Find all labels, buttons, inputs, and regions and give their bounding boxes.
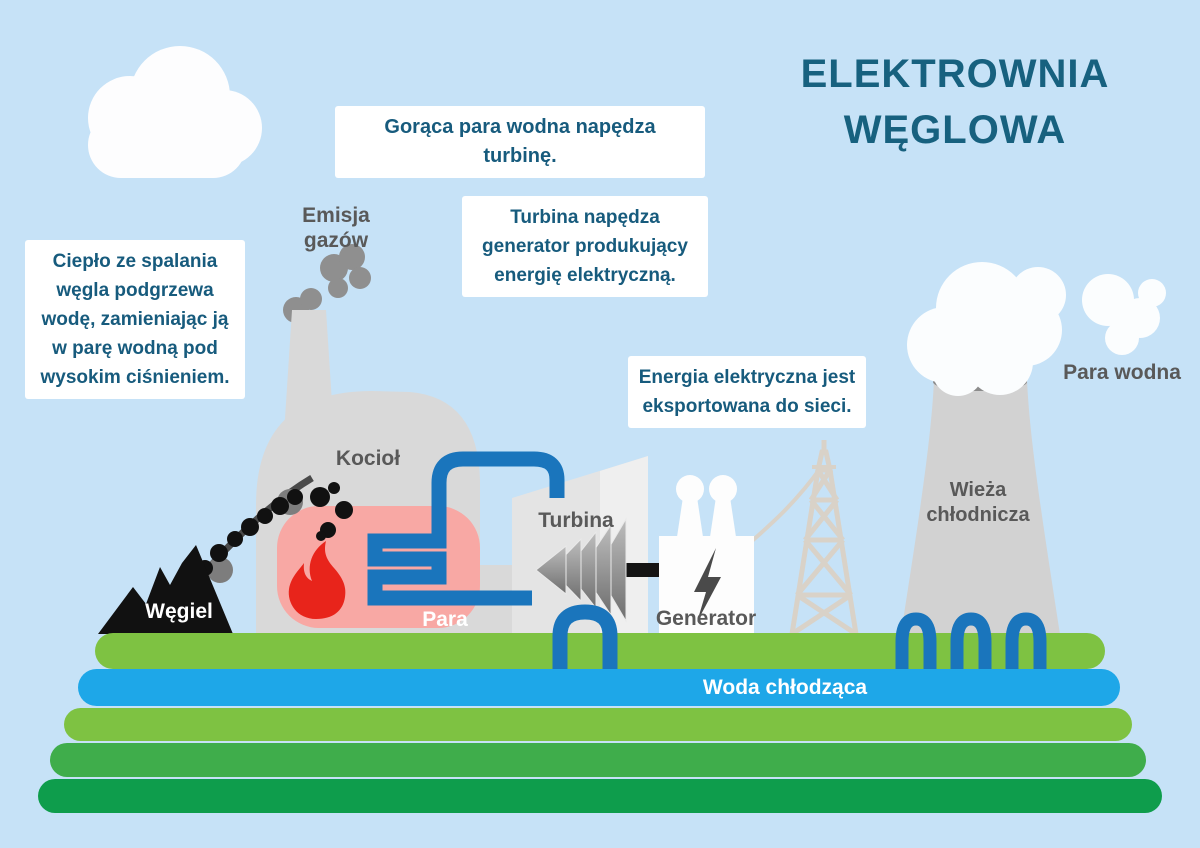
page-title-line2: WĘGLOWA [843, 108, 1067, 152]
flame-icon [288, 541, 346, 619]
grass-strip-2 [64, 708, 1132, 741]
grass-strip-4 [38, 779, 1162, 813]
page-title-line1: ELEKTROWNIA [800, 52, 1110, 96]
coal-pile [98, 545, 233, 634]
cooling-tower [897, 380, 1064, 660]
label-generator: Generator [655, 607, 757, 630]
callout-turbine-drives-generator: Turbina napędza generator produkujący en… [462, 196, 708, 297]
callout-steam-drives-turbine: Gorąca para wodna napędza turbinę. [335, 106, 705, 178]
callout-heat-from-coal: Ciepło ze spalania węgla podgrzewa wodę,… [25, 240, 245, 399]
transmission-tower [789, 440, 859, 637]
label-cooling-tower: Wieża chłodnicza [926, 479, 1030, 526]
label-turbine: Turbina [538, 509, 614, 532]
cooling-water-strip [78, 669, 1120, 706]
cloud-icon [88, 46, 262, 178]
turbine [535, 517, 627, 623]
steam-cloud-icon [907, 262, 1166, 396]
page-title: ELEKTROWNIA WĘGLOWA [795, 46, 1115, 158]
grass-strip-3 [50, 743, 1146, 777]
condenser-pipe-loop [552, 604, 618, 700]
callout-energy-export: Energia elektryczna jest eksportowana do… [628, 356, 866, 428]
label-emissions: Emisja gazów [302, 204, 370, 252]
cooling-water-pipes [895, 612, 1047, 700]
lightning-bolt-icon [694, 548, 721, 622]
label-water-vapor: Para wodna [1063, 361, 1181, 384]
label-coal: Węgiel [145, 600, 213, 623]
steam-pipe [367, 451, 565, 606]
label-boiler: Kocioł [335, 447, 401, 470]
grass-strip-1 [95, 633, 1105, 669]
label-steam: Para [422, 608, 468, 631]
label-cooling-water: Woda chłodząca [702, 676, 868, 699]
